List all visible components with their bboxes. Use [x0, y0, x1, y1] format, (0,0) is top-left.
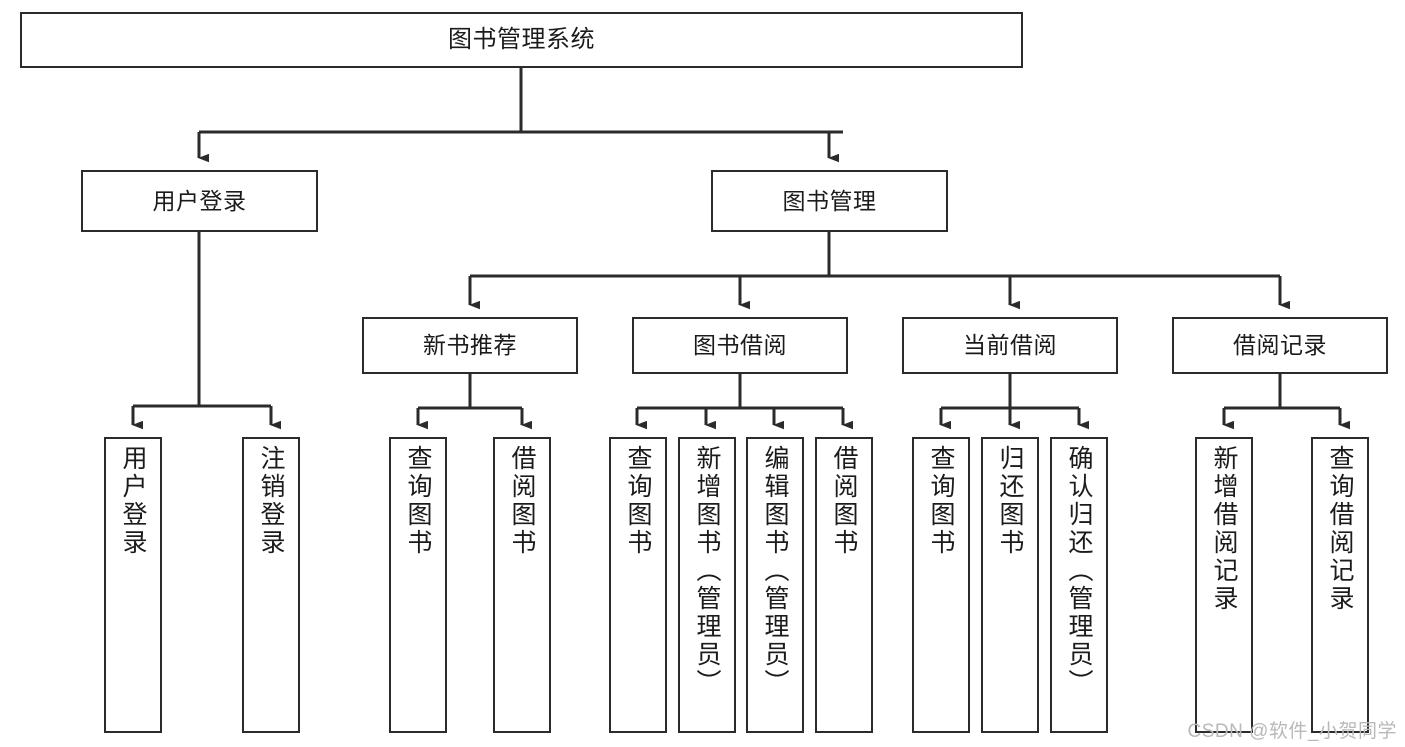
node-label: 注销登录: [257, 445, 285, 557]
node-label: 借阅图书: [830, 445, 858, 557]
node-label: 借阅记录: [1233, 332, 1327, 358]
leaf-user-login[interactable]: 用户登录: [104, 437, 162, 733]
leaf-query-borrow-record[interactable]: 查询借阅记录: [1311, 437, 1369, 733]
node-label: 借阅图书: [508, 445, 536, 557]
csdn-watermark: CSDN @软件_小贺同学: [1187, 721, 1397, 742]
leaf-query-book-borrow[interactable]: 查询图书: [609, 437, 667, 733]
node-label: 确认归还（管理员）: [1065, 445, 1093, 697]
node-label: 查询图书: [624, 445, 652, 557]
node-label: 用户登录: [119, 445, 147, 557]
node-book-management[interactable]: 图书管理: [711, 170, 948, 232]
node-label: 图书借阅: [693, 332, 787, 358]
node-label: 用户登录: [152, 187, 247, 214]
node-borrow-record[interactable]: 借阅记录: [1172, 317, 1388, 374]
leaf-query-book-recommend[interactable]: 查询图书: [389, 437, 447, 733]
node-label: 查询借阅记录: [1326, 445, 1354, 613]
leaf-logout-login[interactable]: 注销登录: [242, 437, 300, 733]
leaf-return-book[interactable]: 归还图书: [981, 437, 1039, 733]
node-label: 当前借阅: [963, 332, 1057, 358]
node-root-system[interactable]: 图书管理系统: [20, 12, 1023, 68]
leaf-add-borrow-record[interactable]: 新增借阅记录: [1195, 437, 1253, 733]
node-label: 新增图书（管理员）: [693, 445, 721, 697]
node-label: 图书管理: [782, 187, 877, 214]
node-label: 编辑图书（管理员）: [761, 445, 789, 697]
leaf-edit-book-admin[interactable]: 编辑图书（管理员）: [746, 437, 804, 733]
node-label: 查询图书: [927, 445, 955, 557]
node-label: 图书管理系统: [448, 26, 595, 53]
leaf-query-book-current[interactable]: 查询图书: [912, 437, 970, 733]
node-current-borrow[interactable]: 当前借阅: [902, 317, 1118, 374]
leaf-confirm-return-admin[interactable]: 确认归还（管理员）: [1050, 437, 1108, 733]
node-label: 查询图书: [404, 445, 432, 557]
leaf-add-book-admin[interactable]: 新增图书（管理员）: [678, 437, 736, 733]
leaf-borrow-book[interactable]: 借阅图书: [815, 437, 873, 733]
leaf-borrow-book-recommend[interactable]: 借阅图书: [493, 437, 551, 733]
node-label: 新书推荐: [423, 332, 517, 358]
node-label: 归还图书: [996, 445, 1024, 557]
node-user-login[interactable]: 用户登录: [81, 170, 318, 232]
node-label: 新增借阅记录: [1210, 445, 1238, 613]
node-book-borrow[interactable]: 图书借阅: [632, 317, 848, 374]
node-new-book-recommend[interactable]: 新书推荐: [362, 317, 578, 374]
